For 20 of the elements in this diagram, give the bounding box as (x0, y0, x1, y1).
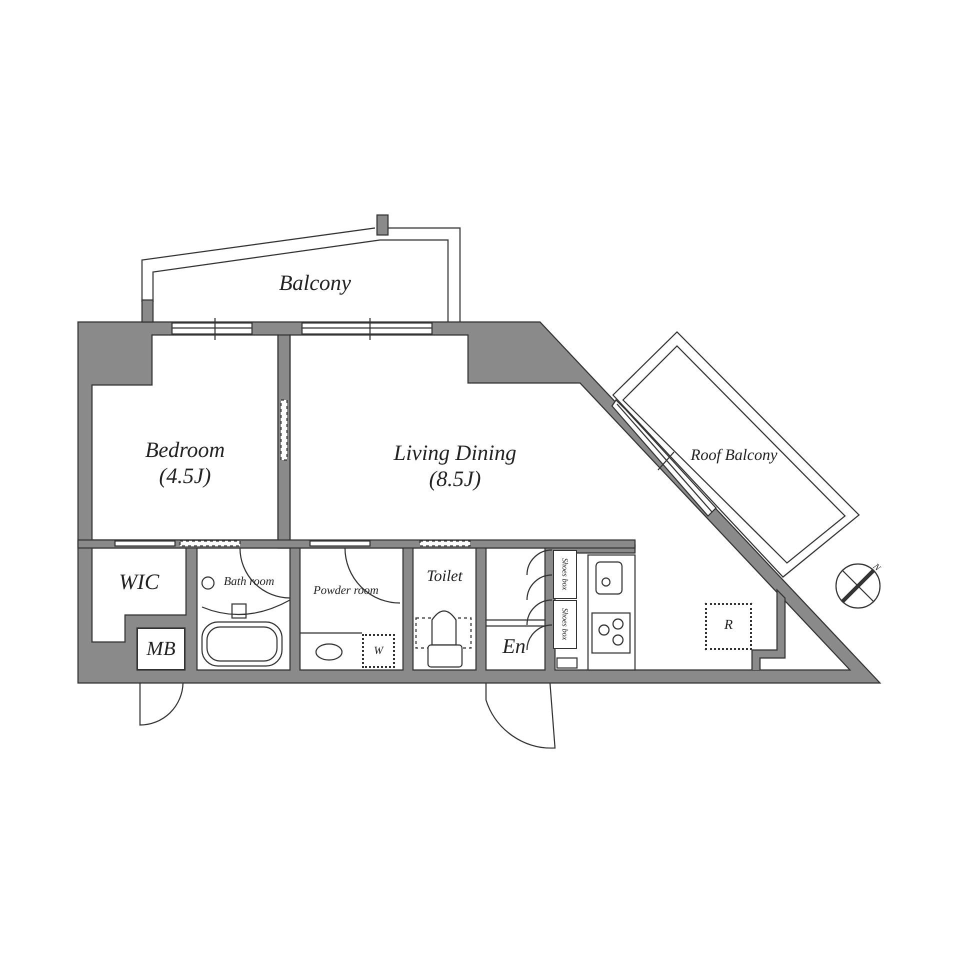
room-label: R (724, 618, 733, 635)
room-size-label: (8.5J) (429, 466, 481, 491)
room-label: Shoes box (560, 558, 570, 591)
room-label: WIC (118, 568, 160, 594)
room-label: Toilet (426, 568, 462, 586)
room-label: Living Dining (394, 440, 516, 466)
room-label: W (374, 644, 384, 658)
room-area (553, 600, 577, 649)
room-label: MB (146, 638, 176, 660)
room-size-label: (4.5J) (159, 462, 211, 488)
room-label: Roof Balcony (690, 446, 778, 466)
room-area (362, 634, 395, 668)
room-label: Balcony (278, 270, 352, 296)
room-area (137, 628, 185, 670)
room-label: Bedroom (145, 437, 225, 462)
room-area (553, 550, 577, 599)
room-label: En (502, 634, 526, 658)
compass-north-label: N (871, 561, 883, 573)
room-area (705, 603, 752, 650)
room-label: Shoes box (560, 608, 570, 641)
